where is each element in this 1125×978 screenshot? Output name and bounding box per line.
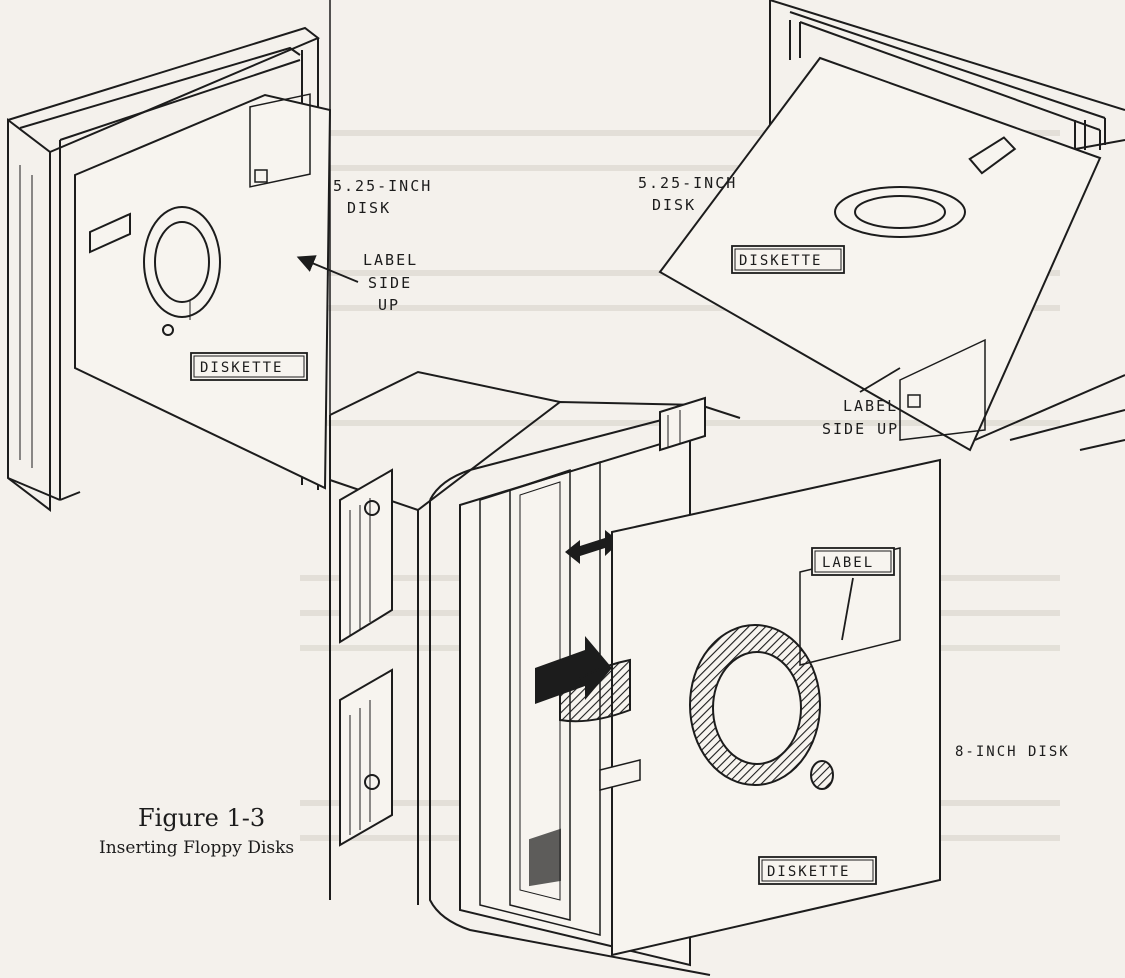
figure-subtitle: Inserting Floppy Disks bbox=[99, 838, 295, 858]
left-label-side-line2: SIDE bbox=[368, 274, 412, 292]
bottom-diskette-tag-text: DISKETTE bbox=[767, 864, 850, 880]
eight-inch-diskette bbox=[559, 458, 941, 957]
label-tag: LABEL bbox=[811, 547, 895, 576]
right-label-side-line2: SIDE UP bbox=[822, 420, 899, 438]
label-pointer bbox=[841, 577, 854, 641]
figure-title: Figure 1-3 bbox=[138, 804, 266, 832]
left-diskette bbox=[74, 93, 332, 490]
right-diskette-tag-text: DISKETTE bbox=[739, 253, 822, 269]
right-label-side-line1: LABEL bbox=[843, 397, 898, 415]
right-diskette bbox=[658, 56, 1102, 452]
left-label-side-line1: LABEL bbox=[363, 251, 418, 269]
left-disk-label-line1: 5.25-INCH bbox=[333, 177, 432, 195]
right-disk-label-line2: DISK bbox=[652, 196, 696, 214]
left-diskette-tag-text: DISKETTE bbox=[200, 360, 283, 376]
label-tag-text: LABEL bbox=[822, 555, 874, 571]
right-label-pointer bbox=[859, 367, 901, 393]
left-label-side-line3: UP bbox=[378, 296, 400, 314]
left-diskette-tag: DISKETTE bbox=[190, 352, 308, 381]
right-drive bbox=[769, 0, 1125, 451]
left-label-pointer bbox=[296, 255, 359, 283]
eight-inch-disk-label: 8-INCH DISK bbox=[955, 744, 1070, 760]
bottom-diskette-tag: DISKETTE bbox=[758, 856, 877, 885]
right-diskette-tag: DISKETTE bbox=[731, 245, 845, 274]
right-disk-label-line1: 5.25-INCH bbox=[638, 174, 737, 192]
left-disk-label-line2: DISK bbox=[347, 199, 391, 217]
